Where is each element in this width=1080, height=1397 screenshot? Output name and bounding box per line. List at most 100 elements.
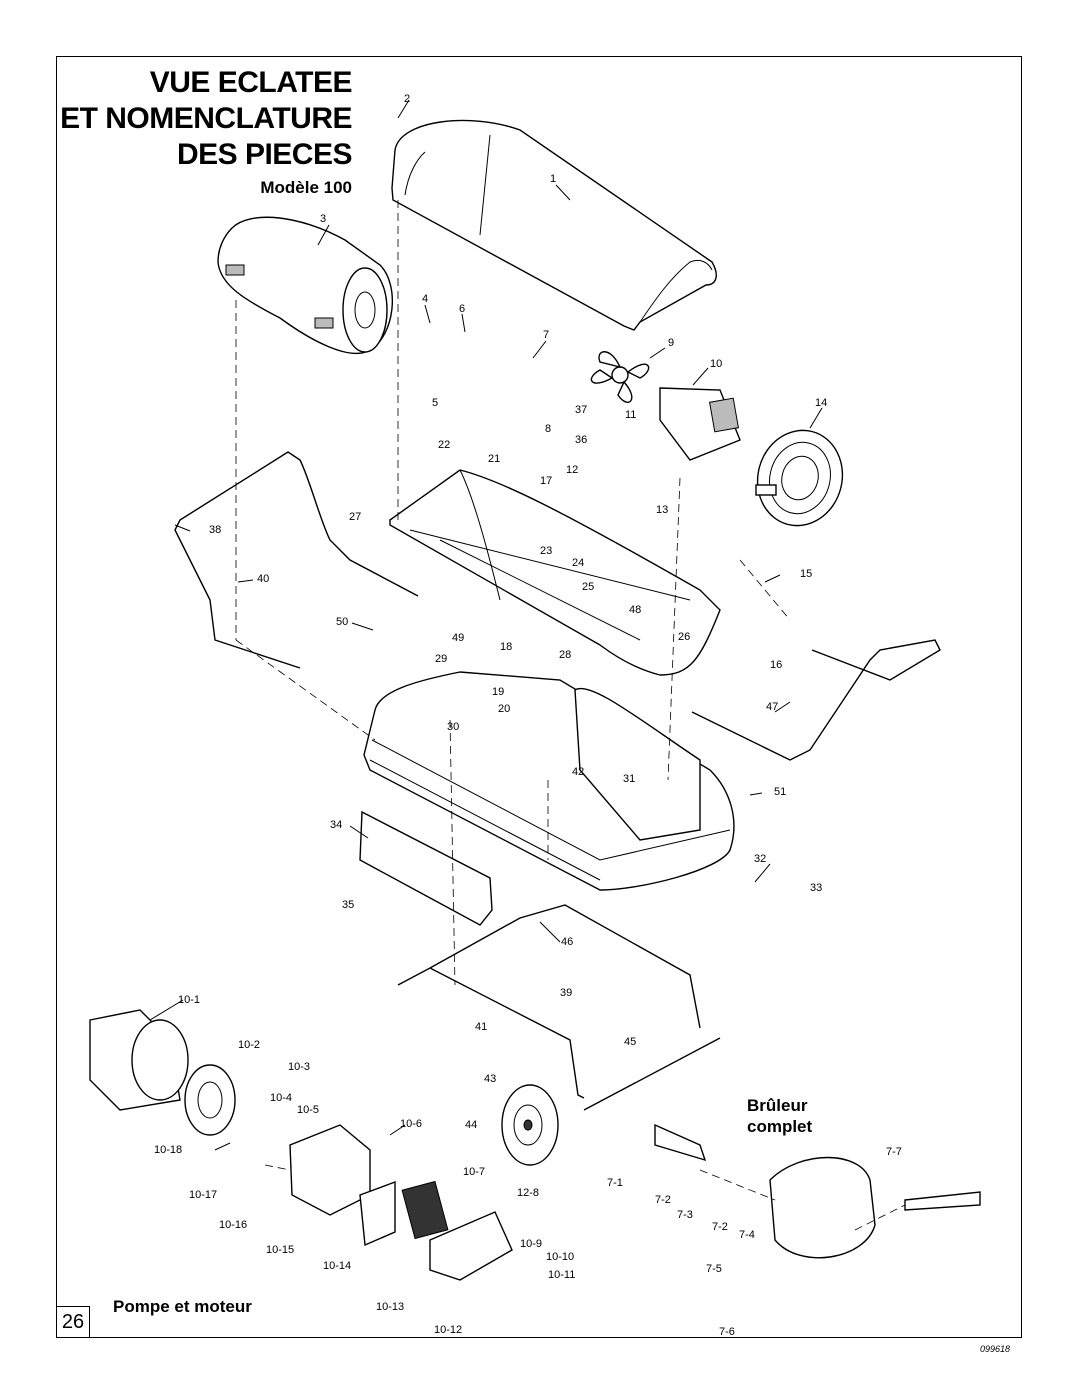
part-label-44: 44 [465, 1119, 477, 1131]
part-label-12: 12 [566, 464, 578, 476]
model-label: Modèle 100 [260, 178, 352, 197]
part-label-50: 50 [336, 616, 348, 628]
part-label-10-10: 10-10 [546, 1251, 574, 1263]
part-label-10-2: 10-2 [238, 1039, 260, 1051]
part-label-34: 34 [330, 819, 342, 831]
part-label-39: 39 [560, 987, 572, 999]
part-label-7-2a: 7-2 [655, 1194, 671, 1206]
wheel-part [501, 1084, 559, 1166]
part-label-19: 19 [492, 686, 504, 698]
part-label-20: 20 [498, 703, 510, 715]
rear-shell-part [217, 216, 393, 355]
part-label-7-4: 7-4 [739, 1229, 755, 1241]
part-label-49: 49 [452, 632, 464, 644]
part-label-47: 47 [766, 701, 778, 713]
part-label-7-2b: 7-2 [712, 1221, 728, 1233]
part-label-46: 46 [561, 936, 573, 948]
top-cover-part [391, 119, 717, 331]
page-title-line3: DES PIECES [176, 138, 353, 171]
part-label-42: 42 [572, 766, 584, 778]
handle-left-part [174, 451, 419, 669]
part-label-43: 43 [484, 1073, 496, 1085]
part-label-10-18: 10-18 [154, 1144, 182, 1156]
part-label-10-17: 10-17 [189, 1189, 217, 1201]
part-label-16: 16 [770, 659, 782, 671]
part-label-33: 33 [810, 882, 822, 894]
part-label-24: 24 [572, 557, 584, 569]
part-label-10-1: 10-1 [178, 994, 200, 1006]
part-label-13: 13 [656, 504, 668, 516]
pump-body-part [289, 1124, 513, 1281]
part-label-10-16: 10-16 [219, 1219, 247, 1231]
part-label-15: 15 [800, 568, 812, 580]
part-label-5: 5 [432, 397, 438, 409]
part-label-6: 6 [459, 303, 465, 315]
motor-part [659, 387, 741, 461]
part-label-45: 45 [624, 1036, 636, 1048]
part-label-11: 11 [625, 409, 636, 421]
part-label-23: 23 [540, 545, 552, 557]
page-number: 26 [56, 1306, 90, 1338]
part-label-18: 18 [500, 641, 512, 653]
part-label-9: 9 [668, 337, 674, 349]
assembly-dash-lines [235, 200, 906, 1231]
part-label-17: 17 [540, 475, 552, 487]
fan-part [590, 351, 650, 403]
part-label-7-3: 7-3 [677, 1209, 693, 1221]
part-label-29: 29 [435, 653, 447, 665]
part-label-10-3: 10-3 [288, 1061, 310, 1073]
fuel-tank-part [363, 671, 735, 891]
part-label-1: 1 [550, 173, 556, 185]
leader-lines [149, 99, 823, 1151]
pump-motor-part [89, 1009, 236, 1136]
document-number: 099618 [979, 1344, 1010, 1354]
part-label-10-7: 10-7 [463, 1166, 485, 1178]
part-labels: 1234567891011121314151617181920212223242… [154, 93, 902, 1338]
pump-motor-section-title: Pompe et moteur [113, 1297, 252, 1316]
panel-part [359, 810, 493, 926]
part-label-7-6: 7-6 [719, 1326, 735, 1338]
part-label-10: 10 [710, 358, 722, 370]
part-label-22: 22 [438, 439, 450, 451]
part-label-38: 38 [209, 524, 221, 536]
part-label-37: 37 [575, 404, 587, 416]
page-frame [56, 56, 1022, 1338]
part-label-12-8: 12-8 [517, 1187, 539, 1199]
part-label-7-1: 7-1 [607, 1177, 623, 1189]
part-label-10-11: 10-11 [548, 1269, 575, 1281]
part-label-40: 40 [257, 573, 269, 585]
part-label-26: 26 [678, 631, 690, 643]
part-label-36: 36 [575, 434, 587, 446]
burner-assembly-part [654, 1123, 981, 1259]
part-label-7-7: 7-7 [886, 1146, 902, 1158]
part-label-25: 25 [582, 581, 594, 593]
part-label-7: 7 [543, 329, 549, 341]
part-label-30: 30 [447, 721, 459, 733]
part-label-48: 48 [629, 604, 641, 616]
part-label-41: 41 [475, 1021, 487, 1033]
fan-guard-part [755, 429, 844, 527]
part-label-10-5: 10-5 [297, 1104, 319, 1116]
part-label-10-9: 10-9 [520, 1238, 542, 1250]
part-label-4: 4 [422, 293, 428, 305]
center-body-part [389, 469, 721, 676]
part-label-8: 8 [545, 423, 551, 435]
part-label-2: 2 [404, 93, 410, 105]
part-label-32: 32 [754, 853, 766, 865]
part-label-10-4: 10-4 [270, 1092, 292, 1104]
part-label-7-5: 7-5 [706, 1263, 722, 1275]
part-label-27: 27 [349, 511, 361, 523]
part-label-28: 28 [559, 649, 571, 661]
part-label-10-12: 10-12 [434, 1324, 462, 1336]
part-label-14: 14 [815, 397, 827, 409]
axle-part [583, 1037, 721, 1111]
part-label-10-14: 10-14 [323, 1260, 351, 1272]
page-title-line1: VUE ECLATEE [149, 66, 353, 99]
frame-part [397, 904, 701, 1099]
part-label-10-13: 10-13 [376, 1301, 404, 1313]
part-label-51: 51 [774, 786, 786, 798]
part-label-31: 31 [623, 773, 635, 785]
part-label-3: 3 [320, 213, 326, 225]
page-title-line2: ET NOMENCLATURE [60, 102, 352, 135]
